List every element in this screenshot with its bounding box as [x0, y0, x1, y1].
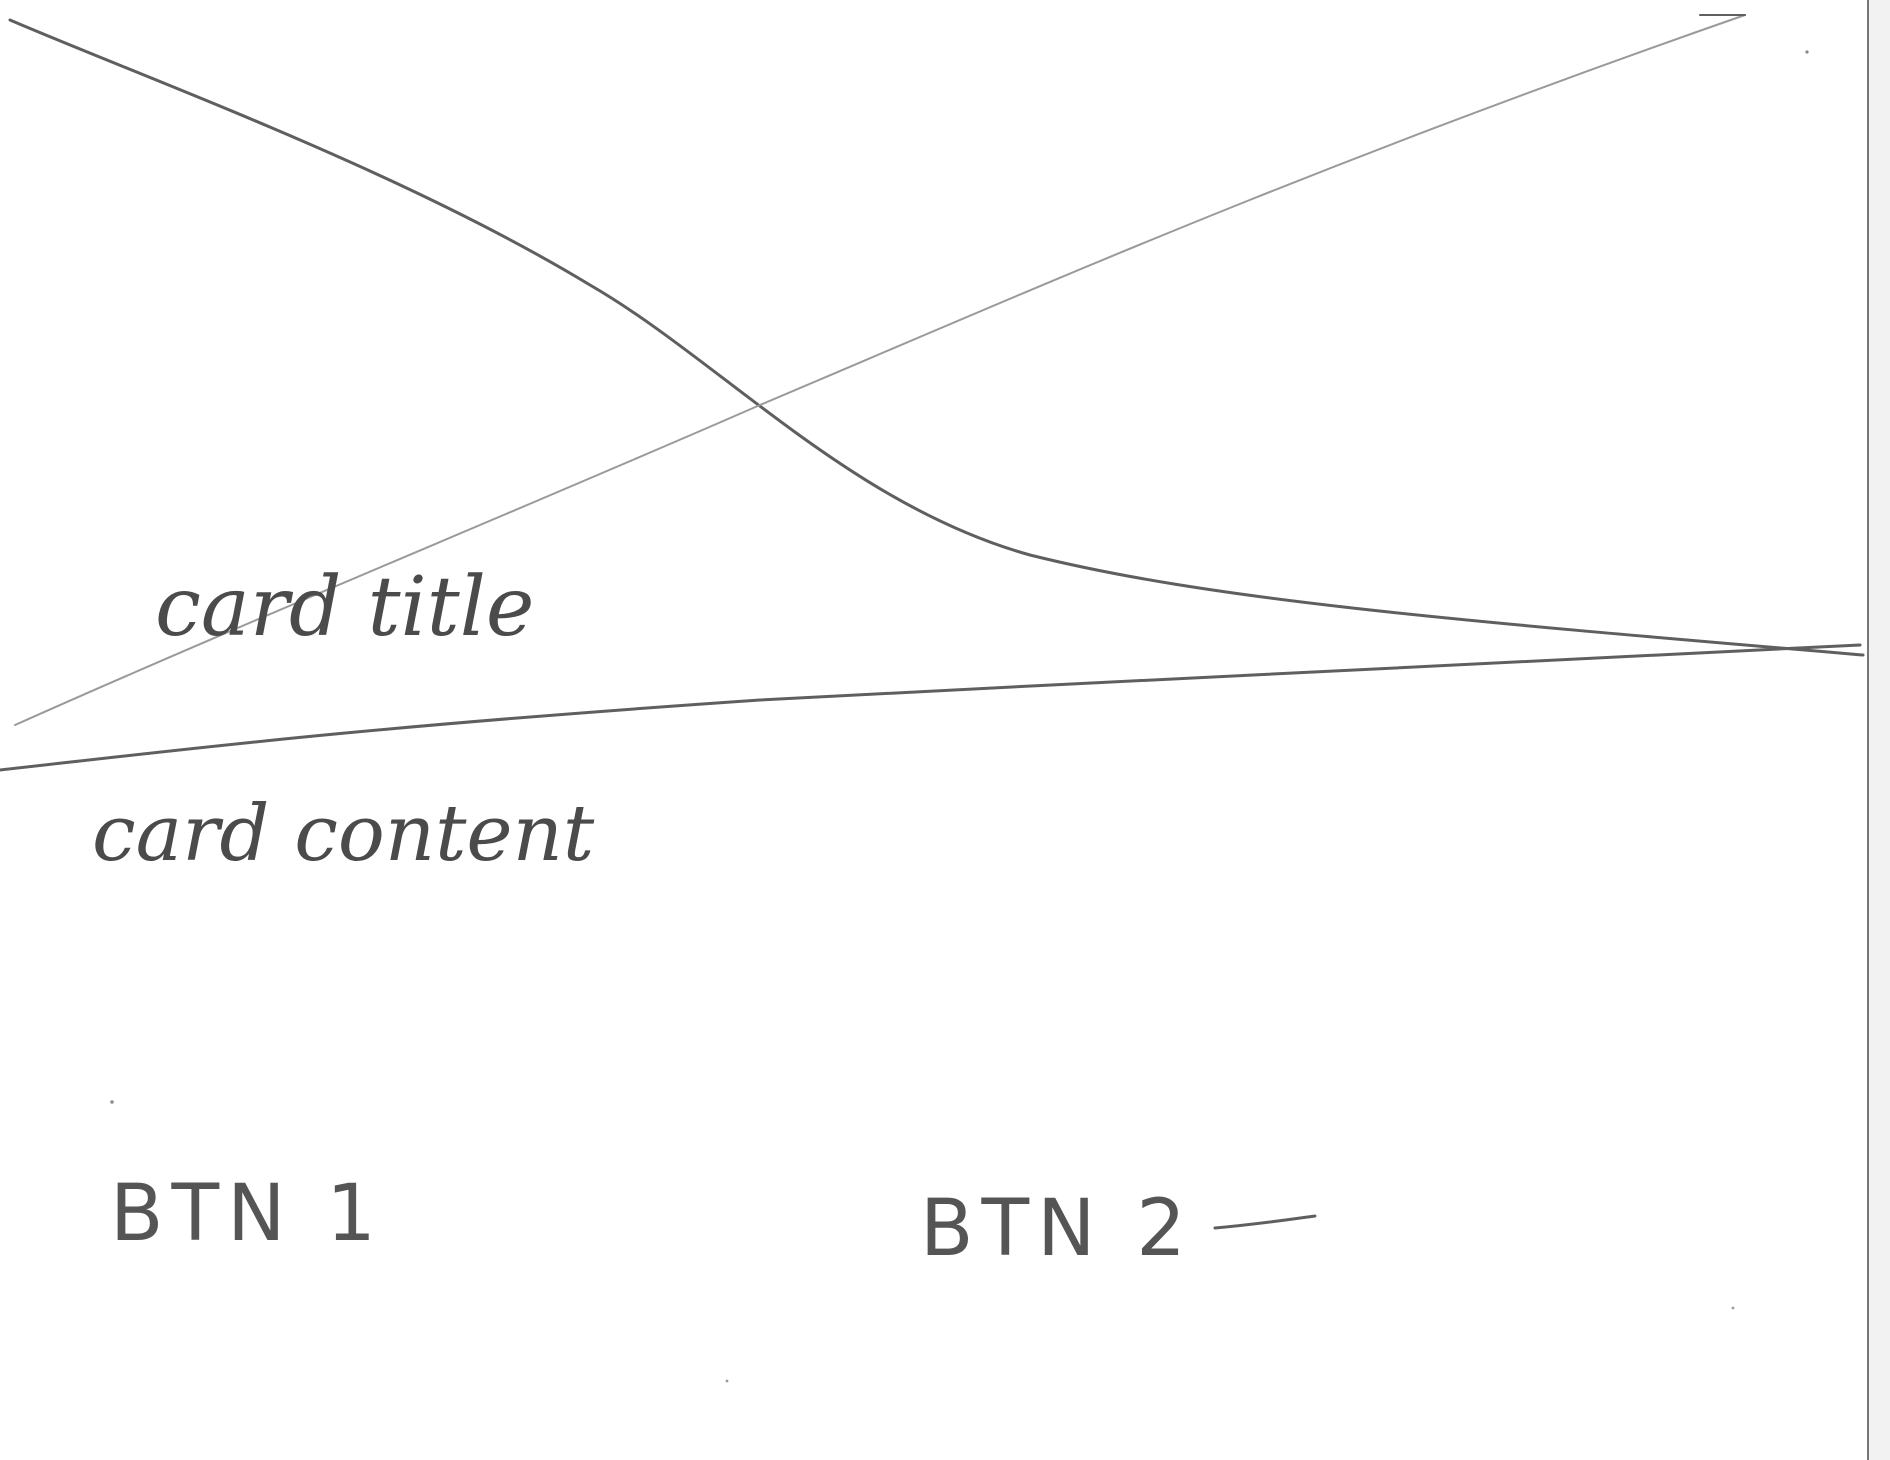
card-content: card content: [92, 789, 595, 879]
paper-speck: [1805, 50, 1809, 54]
btn-2[interactable]: BTN 2: [920, 1184, 1317, 1274]
crossed-lines-icon-second-stroke: [14, 14, 1746, 726]
image-placeholder: [8, 14, 1865, 726]
btn-2-label: BTN 2: [920, 1184, 1194, 1274]
btn-2-underline: [1213, 1214, 1317, 1230]
card-divider: [0, 643, 1862, 772]
paper-speck: [110, 1100, 114, 1104]
paper-edge-strip: [1868, 0, 1890, 1460]
card-title: card title: [155, 560, 534, 655]
crossed-lines-icon: [8, 18, 1865, 657]
paper-speck: [725, 1379, 729, 1383]
paper-speck: [1731, 1306, 1735, 1310]
btn-1[interactable]: BTN 1: [110, 1169, 384, 1259]
btn-1-label: BTN 1: [110, 1169, 384, 1259]
